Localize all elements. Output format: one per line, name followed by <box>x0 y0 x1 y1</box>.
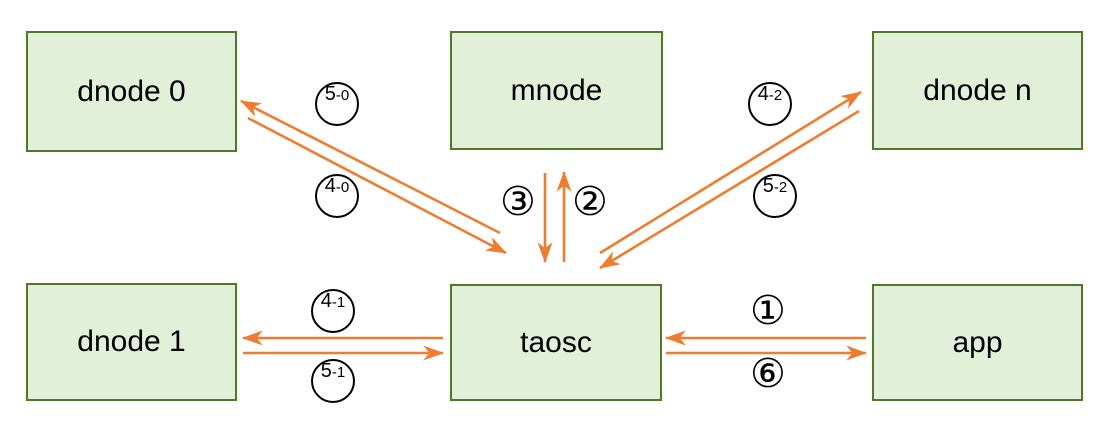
edge-badge-5-0: 5-0 <box>315 82 359 126</box>
badge-main: 4 <box>324 175 336 197</box>
badge-main: 4 <box>757 83 769 105</box>
edge-badge-2: ② <box>572 179 608 225</box>
badge-sub: -2 <box>773 179 788 196</box>
badge-main: 5 <box>762 175 774 197</box>
edge-badge-4-1: 4-1 <box>311 289 355 333</box>
edge-4-0 <box>247 116 507 255</box>
edge-badge-5-2: 5-2 <box>753 174 797 218</box>
edge-badge-4-2: 4-2 <box>748 82 792 126</box>
edge-badge-5-1: 5-1 <box>311 359 355 403</box>
node-taosc[interactable]: taosc <box>450 284 662 401</box>
edge-badge-1: ① <box>750 288 786 334</box>
node-dnoden[interactable]: dnode n <box>872 31 1083 150</box>
edge-badge-4-0: 4-0 <box>315 174 359 218</box>
edge-5-0 <box>240 99 501 235</box>
node-dnode0[interactable]: dnode 0 <box>26 31 237 152</box>
edge-badge-3: ③ <box>500 179 536 225</box>
badge-sub: -0 <box>335 179 350 196</box>
edge-5-2 <box>599 109 860 270</box>
badge-sub: -1 <box>331 364 346 381</box>
node-mnode[interactable]: mnode <box>450 31 663 150</box>
badge-sub: -2 <box>768 87 783 104</box>
node-label: dnode n <box>923 73 1032 107</box>
badge-sub: -0 <box>335 87 350 104</box>
node-label: mnode <box>510 73 603 107</box>
badge-main: 4 <box>320 290 332 312</box>
node-label: taosc <box>520 325 592 359</box>
node-label: dnode 0 <box>77 74 186 108</box>
node-label: app <box>952 325 1003 359</box>
node-app[interactable]: app <box>872 284 1083 401</box>
edge-4-2 <box>599 90 862 255</box>
badge-main: 5 <box>320 360 332 382</box>
edge-badge-6: ⑥ <box>750 351 786 397</box>
node-dnode1[interactable]: dnode 1 <box>26 283 237 401</box>
badge-sub: -1 <box>331 294 346 311</box>
node-label: dnode 1 <box>77 325 186 358</box>
badge-main: 5 <box>324 83 336 105</box>
